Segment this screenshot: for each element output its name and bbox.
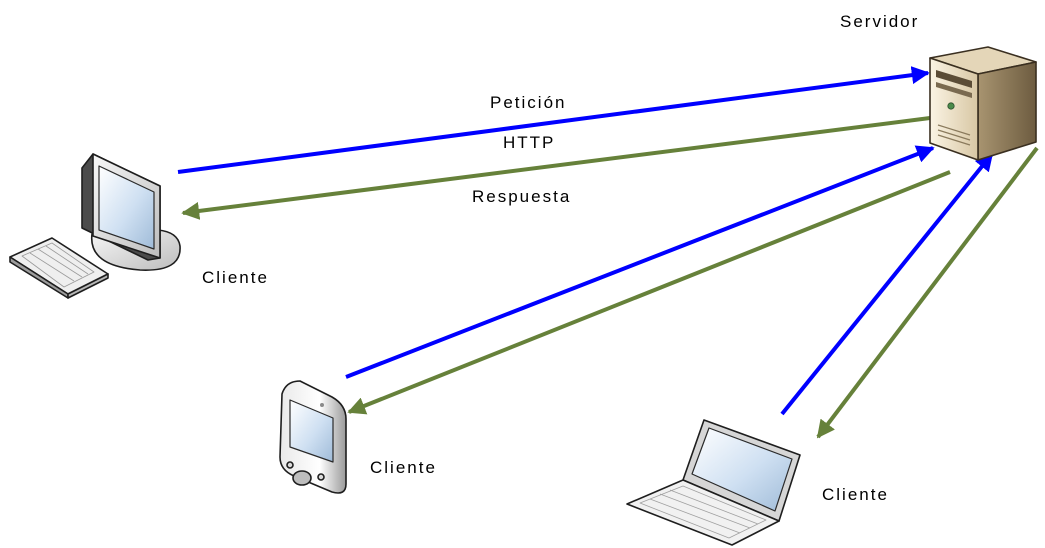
client-pda-label: Cliente <box>370 458 437 477</box>
request-arrow-pda <box>345 145 935 379</box>
response-arrow-pda <box>347 170 951 415</box>
response-label: Respuesta <box>472 187 572 206</box>
client-desktop-label: Cliente <box>202 268 269 287</box>
protocol-label: HTTP <box>503 133 556 152</box>
server-tower-icon <box>929 46 1037 161</box>
request-label: Petición <box>490 93 567 112</box>
server-label: Servidor <box>840 12 920 31</box>
desktop-computer-icon <box>9 153 181 299</box>
request-arrow-laptop <box>780 152 994 416</box>
response-arrow-desktop <box>181 116 931 220</box>
pda-handheld-icon <box>279 380 347 494</box>
client-laptop-label: Cliente <box>822 485 889 504</box>
request-arrow-desktop <box>177 66 930 174</box>
laptop-icon <box>626 419 801 546</box>
response-arrow-laptop <box>816 146 1039 439</box>
